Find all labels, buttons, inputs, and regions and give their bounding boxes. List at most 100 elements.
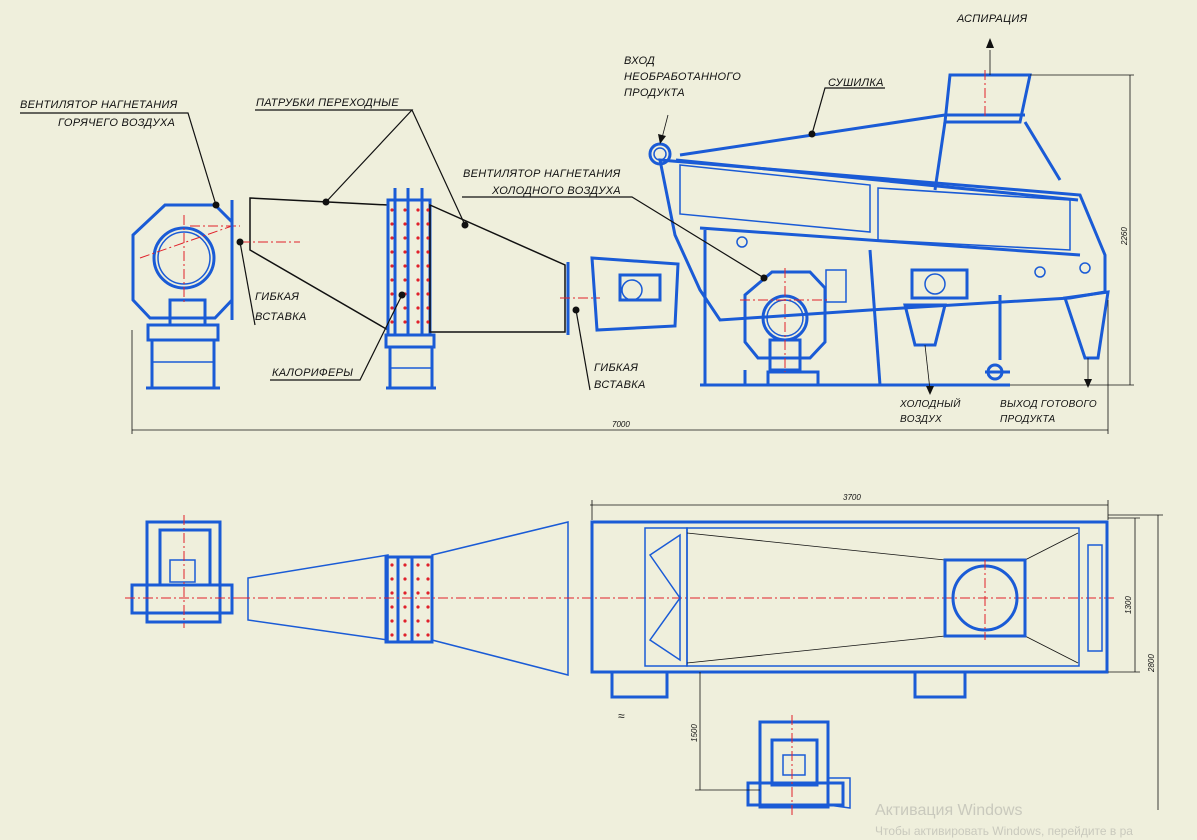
heater-plan-bolt [390,619,394,623]
heater-bolt [426,264,430,268]
heater-bolt [403,236,407,240]
transition-pipes-label: ПАТРУБКИ ПЕРЕХОДНЫЕ [256,97,399,109]
heater-plan-bolt [403,605,407,609]
heater-bolt [426,306,430,310]
heater-bolt [416,292,420,296]
dim-2260-label: 2260 [1120,227,1129,246]
heater-plan-bolt [416,633,420,637]
heater-bolt [390,306,394,310]
fan-hot-label-line1: ВЕНТИЛЯТОР НАГНЕТАНИЯ [20,99,178,111]
raw-inlet-line1: ВХОД [624,55,655,67]
break-mark: ≈ [618,709,625,723]
heater-bolt [426,278,430,282]
hot-air-fan-side [131,200,240,390]
heater-bolt [416,320,420,324]
raw-inlet-line2: НЕОБРАБОТАННОГО [624,71,741,83]
heater-plan-bolt [416,591,420,595]
watermark-line2: Чтобы активировать Windows, перейдите в … [875,824,1133,838]
heaters-plan [384,555,434,644]
side-view: 7000 2260 [131,38,1134,434]
heater-bolt [403,320,407,324]
heaters-side [384,188,436,390]
cold-air-line1: ХОЛОДНЫЙ [899,397,961,410]
heater-bolt [403,250,407,254]
heater-plan-bolt [403,563,407,567]
dim-2800-label: 2800 [1147,654,1156,673]
product-outlet-line2: ПРОДУКТА [1000,414,1056,425]
heater-plan-bolt [390,591,394,595]
transition-pipe-1-plan [247,554,389,641]
transition-pipe-2 [429,203,600,335]
heater-bolt [390,222,394,226]
cold-air-line2: ВОЗДУХ [900,414,942,425]
heater-bolt [390,320,394,324]
heater-bolt [403,264,407,268]
heater-bolt [416,250,420,254]
heater-bolt [426,320,430,324]
heater-plan-bolt [390,577,394,581]
heater-bolt [426,292,430,296]
watermark-line1: Активация Windows [875,802,1022,819]
heater-plan-bolt [403,591,407,595]
dim-1500-label: 1500 [690,724,699,742]
cold-air-fan-plan: 1500 [690,672,851,815]
heater-bolt [403,306,407,310]
dryer-plan: 3700 [590,493,1109,699]
windows-watermark: Активация Windows Чтобы активировать Win… [875,802,1133,838]
heater-bolt [416,278,420,282]
heater-plan-bolt [426,563,430,567]
flow-arrows-side [658,38,1092,395]
heater-plan-bolt [416,577,420,581]
heater-plan-bolt [426,577,430,581]
heater-bolt [416,222,420,226]
heater-bolt [390,292,394,296]
heater-bolt [390,278,394,282]
leader-lines [20,87,885,391]
dim-7000-label: 7000 [612,420,630,429]
heater-bolt [390,236,394,240]
labels: ВЕНТИЛЯТОР НАГНЕТАНИЯ ГОРЯЧЕГО ВОЗДУХА П… [20,13,1097,425]
heater-bolt [416,208,420,212]
heater-bolt [403,208,407,212]
flex-insert-1-line2: ВСТАВКА [255,311,307,323]
fan-cold-label-line2: ХОЛОДНОГО ВОЗДУХА [491,185,621,197]
heater-bolt [426,208,430,212]
heater-plan-bolt [426,619,430,623]
dim-2260: 2260 [1010,74,1134,386]
transition-pipe-2-plan [431,521,569,676]
heater-plan-bolt [390,563,394,567]
hot-air-fan-plan [125,515,250,628]
heater-plan-bolt [390,633,394,637]
heater-bolt [403,222,407,226]
heater-plan-bolt [403,577,407,581]
heater-bolt [403,278,407,282]
heater-bolt [426,250,430,254]
heater-bolt [390,264,394,268]
fan-cold-label-line1: ВЕНТИЛЯТОР НАГНЕТАНИЯ [463,168,621,180]
heaters-label: КАЛОРИФЕРЫ [272,367,353,379]
heater-plan-bolt [403,633,407,637]
dim-7000: 7000 [131,300,1109,434]
heater-plan-bolt [416,563,420,567]
dim-3700-label: 3700 [843,493,861,502]
heater-bolt [426,222,430,226]
heater-bolt [416,236,420,240]
dryer-label: СУШИЛКА [828,77,884,89]
heater-bolt [416,306,420,310]
plan-view: 3700 1300 2800 1500 ≈ [125,493,1163,815]
flex-insert-1-line1: ГИБКАЯ [255,291,299,303]
heater-bolt [390,250,394,254]
fan-hot-label-line2: ГОРЯЧЕГО ВОЗДУХА [58,117,175,129]
product-outlet-line1: ВЫХОД ГОТОВОГО [1000,399,1097,410]
heater-bolt [416,264,420,268]
heater-plan-bolt [426,605,430,609]
flex-insert-2-line2: ВСТАВКА [594,379,646,391]
dim-plan-right: 1300 2800 [1108,514,1163,810]
heater-plan-bolt [390,605,394,609]
dryer-side [590,70,1110,387]
dim-1300-label: 1300 [1124,596,1133,614]
heater-bolt [390,208,394,212]
heater-plan-bolt [416,605,420,609]
flex-insert-2-line1: ГИБКАЯ [594,362,638,374]
